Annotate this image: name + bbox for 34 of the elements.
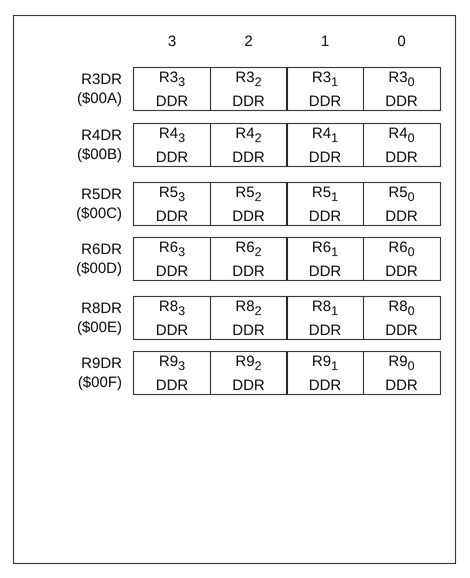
bit-number: 3 <box>166 33 178 50</box>
register-bit: R5$_{2}$ DDR <box>210 182 288 226</box>
bit-number: 2 <box>243 33 254 50</box>
register-bit: R8$_{0}$ DDR <box>362 296 440 340</box>
register-bit: R9$_{0}$ DDR <box>362 351 440 395</box>
register-bit: R5$_{0}$ DDR <box>362 182 440 226</box>
register-bit: R8$_{3}$ DDR <box>133 296 211 340</box>
register-bit: R6$_{0}$ DDR <box>362 237 440 281</box>
register-label: R6DR ($00D) <box>75 240 122 278</box>
register-bit: R5$_{1}$ DDR <box>286 182 364 226</box>
bit-number: 1 <box>320 33 330 50</box>
register-bit: R9$_{1}$ DDR <box>286 351 364 395</box>
register-bit: R8$_{1}$ DDR <box>286 296 364 340</box>
register-bit: R9$_{3}$ DDR <box>133 351 211 395</box>
register-bit: R4$_{1}$ DDR <box>286 123 364 167</box>
register-bit: R5$_{3}$ DDR <box>133 182 211 226</box>
register-bit: R4$_{0}$ DDR <box>362 123 440 167</box>
register-label: R4DR ($00B) <box>76 126 122 164</box>
register-label: R8DR ($00E) <box>76 299 122 337</box>
register-bit: R6$_{3}$ DDR <box>133 237 211 281</box>
register-label: R5DR ($00C) <box>75 185 122 223</box>
register-label: R3DR ($00A) <box>76 70 122 108</box>
register-bit: R6$_{1}$ DDR <box>286 237 364 281</box>
register-bit: R9$_{2}$ DDR <box>210 351 288 395</box>
register-bit: R3$_{1}$ DDR <box>286 67 364 111</box>
register-label: R9DR ($00F) <box>76 354 122 392</box>
bit-number: 0 <box>396 33 407 50</box>
register-bit: R4$_{2}$ DDR <box>210 123 288 167</box>
register-bit: R4$_{3}$ DDR <box>133 123 211 167</box>
register-bit: R8$_{2}$ DDR <box>210 296 288 340</box>
register-bit: R6$_{2}$ DDR <box>210 237 288 281</box>
register-bit: R3$_{2}$ DDR <box>210 67 288 111</box>
register-bit: R3$_{3}$ DDR <box>133 67 211 111</box>
register-bit: R3$_{0}$ DDR <box>362 67 440 111</box>
